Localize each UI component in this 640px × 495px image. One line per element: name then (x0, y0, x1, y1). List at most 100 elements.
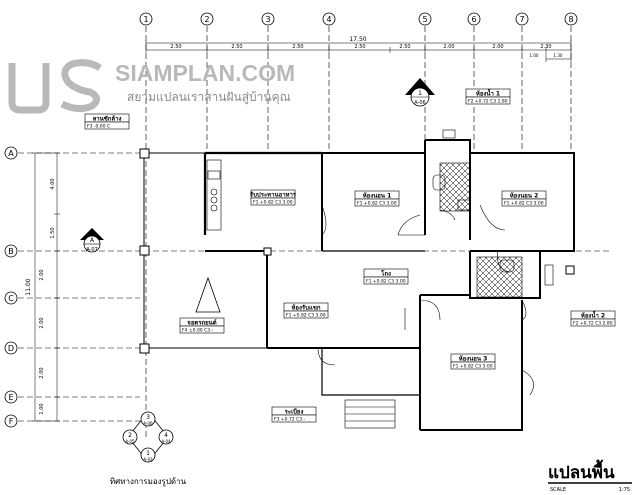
room-level: F3 +0.72 C3 - (274, 417, 306, 423)
room-level: F1 +0.82 C3 3.00 (453, 364, 493, 370)
segment-dim: 2.50 (354, 44, 365, 50)
segment-dim: 2.30 (540, 44, 551, 50)
vertical-dim: 2.00 (39, 367, 45, 378)
sub-dim: 1.00 (530, 53, 539, 58)
room-level: F1 +0.82 C3 3.00 (253, 200, 293, 206)
room-level: F1 +0.82 C3 3.00 (366, 279, 406, 285)
key-ref: A-03 (143, 457, 153, 462)
row-bubbles: A B C D E F (4, 146, 18, 428)
elevation-key: 3 A-06 2 A-05 4 A-04 1 A-03 ทิศทางการมอง… (110, 411, 187, 487)
vertical-dim: 4.00 (50, 178, 56, 189)
vertical-dim: 1.00 (39, 403, 45, 414)
key-num: 2 (128, 432, 132, 439)
segment-dim: 2.50 (399, 44, 410, 50)
key-num: 1 (146, 450, 150, 457)
logo-brand-text: SIAMPLAN.COM (115, 60, 295, 86)
key-ref: A-06 (143, 421, 153, 426)
segment-dimensions: 2.50 2.50 2.50 2.50 2.50 2.00 2.00 2.30 … (170, 44, 562, 58)
vertical-dim: 1.50 (50, 227, 56, 238)
siamplan-logo: SIAMPLAN.COM สยามแปลนเราสานฝันสู่บ้านคุณ (8, 59, 295, 114)
room-name: ลานซักล้าง (93, 115, 122, 123)
room-name: ห้องนอน 3 (459, 355, 488, 363)
room-tag-bath2: ห้องน้ำ 2F2 +0.72 C3 2.80 (570, 310, 616, 327)
scale-label: SCALE (550, 487, 566, 493)
room-tag-bed1: ห้องนอน 1F1 +0.82 C3 3.00 (354, 190, 400, 207)
row-label-C: C (8, 294, 14, 303)
room-name: จอดรถยนต์ (187, 319, 216, 327)
room-tag-bed2: ห้องนอน 2F1 +0.82 C3 3.00 (501, 190, 547, 207)
section-mark-left: A A-07 (80, 228, 104, 253)
segment-dim: 2.50 (231, 44, 242, 50)
column-label-8: 8 (568, 15, 573, 24)
bath1-hatch (439, 162, 471, 212)
column-label-4: 4 (326, 15, 331, 24)
column-label-1: 1 (143, 15, 148, 24)
room-name: ห้องรับแขก (291, 304, 320, 312)
column-label-5: 5 (422, 15, 427, 24)
row-label-E: E (8, 393, 13, 402)
room-level: F3 -0.00 C (87, 124, 110, 130)
bath2-hatch (476, 256, 523, 298)
room-level: F1 +0.82 C3 3.00 (357, 201, 397, 207)
left-dimension-line (32, 152, 60, 422)
column-label-7: 7 (519, 15, 524, 24)
room-level: F1 +0.82 C3 3.00 (286, 313, 326, 319)
room-tag-bath1: ห้องน้ำ 1F2 +0.72 C3 2.80 (465, 88, 511, 105)
room-level: F1 +0.82 C3 3.00 (504, 201, 544, 207)
section-top-ref: A-06 (414, 100, 425, 106)
row-label-B: B (8, 247, 14, 256)
key-num: 3 (146, 414, 150, 421)
room-level: F2 +0.72 C3 2.80 (468, 99, 508, 105)
room-level: F4 ±0.00 C3 - (182, 328, 214, 334)
row-label-A: A (8, 149, 14, 158)
column-grid (145, 26, 572, 440)
segment-dim: 2.00 (492, 44, 503, 50)
scale-value: 1:75 (619, 487, 630, 493)
logo-tagline: สยามแปลนเราสานฝันสู่บ้านคุณ (127, 90, 291, 105)
column-label-2: 2 (204, 15, 209, 24)
elevation-key-caption: ทิศทางการมองรูปด้าน (110, 477, 187, 487)
section-top-num: 1 (418, 90, 422, 97)
total-width-dimension: 17.50 (349, 36, 366, 43)
section-left-num: A (90, 237, 95, 244)
drawing-title: แปลนพื้น (548, 459, 615, 483)
title-block: แปลนพื้น SCALE 1:75 (548, 459, 632, 493)
structural-columns (139, 148, 575, 354)
entrance-steps (344, 399, 396, 429)
segment-dim: 2.00 (443, 44, 454, 50)
row-label-F: F (9, 417, 14, 426)
section-mark-top: 1 A-06 (405, 78, 435, 107)
room-tag-carport: จอดรถยนต์F4 ±0.00 C3 - (179, 317, 225, 334)
room-name: ห้องนอน 1 (363, 192, 392, 200)
room-name: รับประทานอาหาร (250, 191, 297, 199)
room-name: ระเบียง (285, 408, 304, 416)
sub-dim: 1.30 (554, 53, 563, 58)
carport-slope-mark (195, 276, 221, 313)
column-bubbles: 1 2 3 4 5 6 7 8 (139, 12, 578, 26)
key-num: 4 (164, 432, 168, 439)
room-name: ห้องน้ำ 2 (581, 310, 605, 320)
room-name: ห้องนอน 2 (510, 192, 539, 200)
room-tag-bed3: ห้องนอน 3F1 +0.82 C3 3.00 (450, 353, 496, 370)
section-left-ref: A-07 (86, 247, 97, 253)
room-name: ห้องน้ำ 1 (476, 88, 500, 98)
vertical-segment-dimensions: 4.00 1.50 2.00 2.00 2.00 1.00 (39, 178, 56, 414)
key-ref: A-05 (125, 439, 135, 444)
vertical-dim: 2.00 (39, 317, 45, 328)
total-height-dimension: 11.00 (25, 278, 32, 295)
fixtures (206, 129, 554, 286)
room-name: โถง (380, 270, 391, 278)
row-label-D: D (8, 344, 14, 353)
vertical-dim: 2.00 (39, 269, 45, 280)
top-dimension-line (145, 40, 572, 62)
segment-dim: 2.50 (170, 44, 181, 50)
key-ref: A-04 (161, 439, 171, 444)
column-label-6: 6 (471, 15, 476, 24)
